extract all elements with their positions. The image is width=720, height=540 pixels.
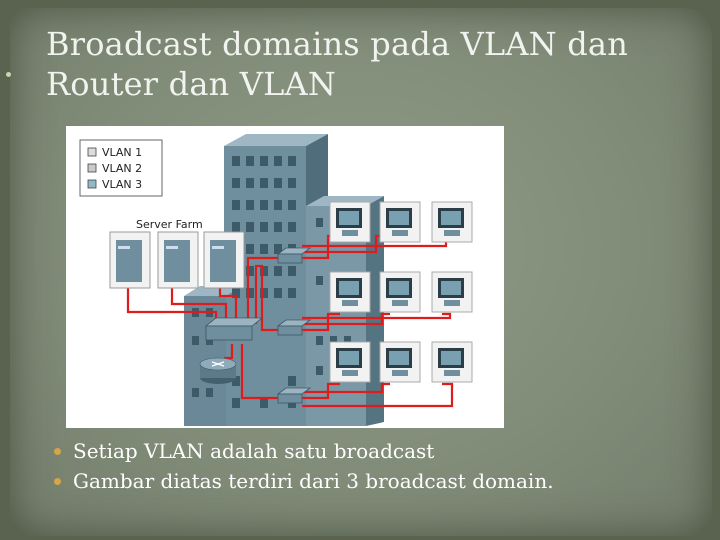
legend-vlan-2: VLAN 2 [102,162,142,175]
router-icon [199,357,237,384]
server-icon [109,231,245,289]
title-line-1: Broadcast domains pada VLAN dan [46,25,629,63]
title-line-2: Router dan VLAN [46,65,337,103]
switch-icon [204,247,312,404]
bullet-dot-icon [54,477,61,485]
legend-vlan-1: VLAN 1 [102,146,142,159]
bullet-item: Setiap VLAN adalah satu broadcast [54,436,704,466]
decorative-dot [6,72,11,77]
network-diagram-svg: VLAN 1 VLAN 2 VLAN 3 [79,134,473,426]
bullet-dot-icon [54,447,61,455]
slide-title: Broadcast domains pada VLAN dan Router d… [46,24,666,104]
building-icon [184,134,384,426]
server-farm-label: Server Farm [136,218,203,231]
bullet-text-1: Setiap VLAN adalah satu broadcast [73,439,435,463]
pc-icon [329,201,473,383]
bullet-list: Setiap VLAN adalah satu broadcast Gambar… [54,436,704,496]
bullet-text-2: Gambar diatas terdiri dari 3 broadcast d… [73,469,554,493]
vlan-legend: VLAN 1 VLAN 2 VLAN 3 [79,139,163,197]
bullet-item: Gambar diatas terdiri dari 3 broadcast d… [54,466,704,496]
legend-vlan-3: VLAN 3 [102,178,142,191]
network-diagram: VLAN 1 VLAN 2 VLAN 3 [66,126,504,428]
